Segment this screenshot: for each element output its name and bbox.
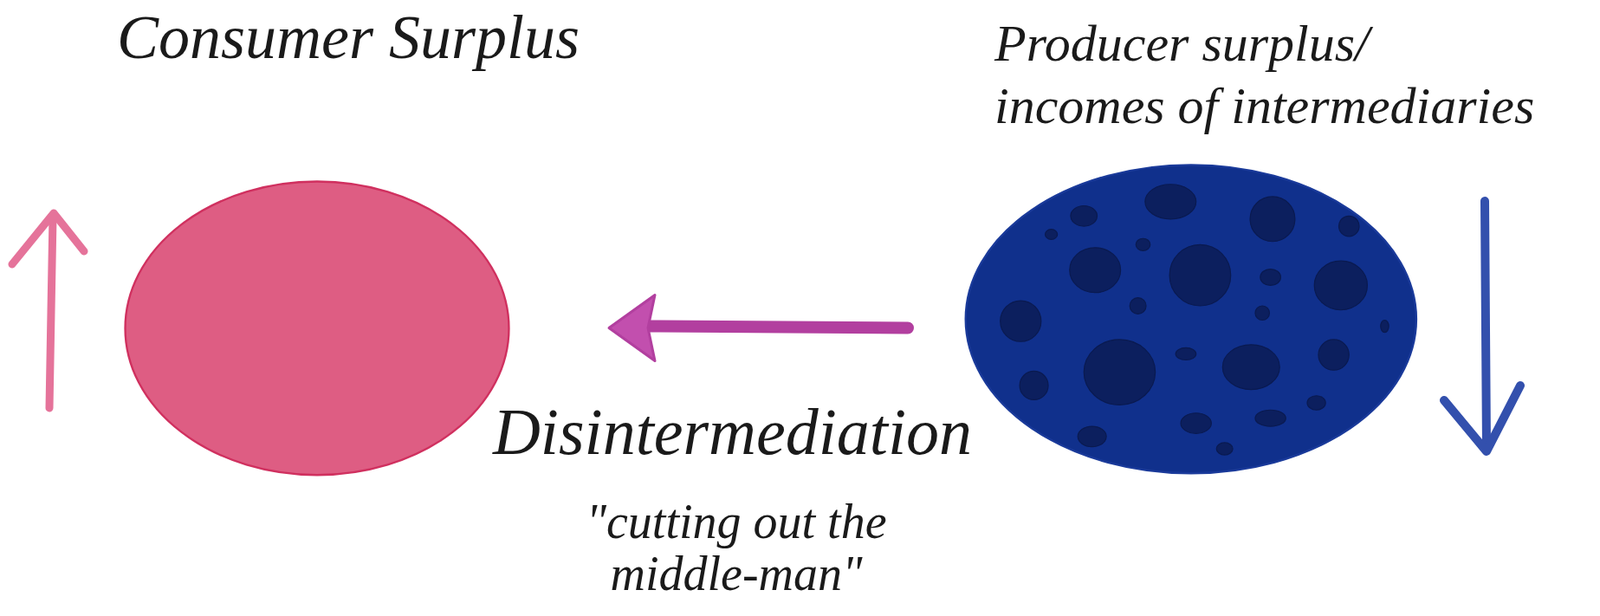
node-heading: Producer surplus/ incomes of intermediar… <box>994 12 1536 137</box>
ellipse-shape <box>961 162 1423 478</box>
arrow-head <box>1444 385 1521 452</box>
connector-arrow <box>608 295 908 362</box>
up-arrow <box>12 213 85 409</box>
arrow-head <box>608 295 655 362</box>
edge-label: Disintermediation <box>492 395 972 469</box>
connector-line <box>645 326 908 329</box>
arrow-shaft <box>1484 200 1487 447</box>
down-arrow <box>1444 200 1521 452</box>
surplus-node: Producer surplus/ incomes of intermediar… <box>952 0 1594 482</box>
note-label: "cutting out the middle-man" <box>531 495 941 601</box>
arrow-shaft <box>49 216 53 409</box>
node-heading: Consumer Surplus <box>116 1 580 74</box>
arrow-head <box>12 213 85 265</box>
ellipse-shape <box>122 178 512 480</box>
